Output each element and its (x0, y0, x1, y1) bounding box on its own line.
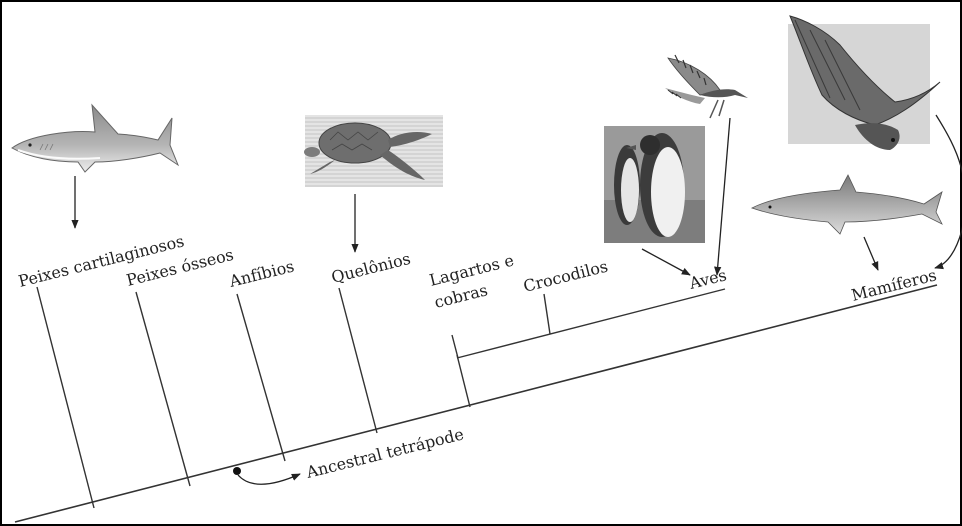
label-crocodiles: Crocodilos (521, 257, 609, 296)
fruit-bat-illustration (788, 15, 941, 150)
osprey-illustration (665, 54, 748, 119)
arrow-dolphin (863, 236, 879, 271)
branch-archosaur-line (456, 288, 726, 359)
branch-cartilaginous-fish (36, 286, 95, 509)
branch-turtles (338, 287, 378, 434)
label-turtles: Quelônios (329, 249, 412, 287)
label-birds: Aves (686, 265, 728, 293)
branch-amphibians (236, 293, 286, 462)
label-ancestral-tetrapod: Ancestral tetrápode (303, 424, 465, 482)
sea-turtle-illustration (304, 115, 443, 187)
label-amphibians: Anfíbios (226, 256, 296, 291)
branch-archosaur-stem (456, 354, 471, 408)
arrow-osprey (714, 117, 731, 276)
main-trunk-line (14, 284, 938, 523)
arrow-bat (934, 114, 962, 270)
arrow-penguins (641, 248, 691, 276)
branch-crocodiles (543, 293, 551, 335)
label-mammals: Mamíferos (849, 265, 938, 305)
dolphin-illustration (750, 174, 943, 235)
ancestor-node (233, 467, 241, 475)
branch-lizards (451, 334, 459, 359)
ancestor-arrow (237, 473, 301, 485)
branch-bony-fish (135, 291, 191, 487)
penguins-illustration (604, 126, 705, 243)
shark-illustration (11, 103, 180, 173)
